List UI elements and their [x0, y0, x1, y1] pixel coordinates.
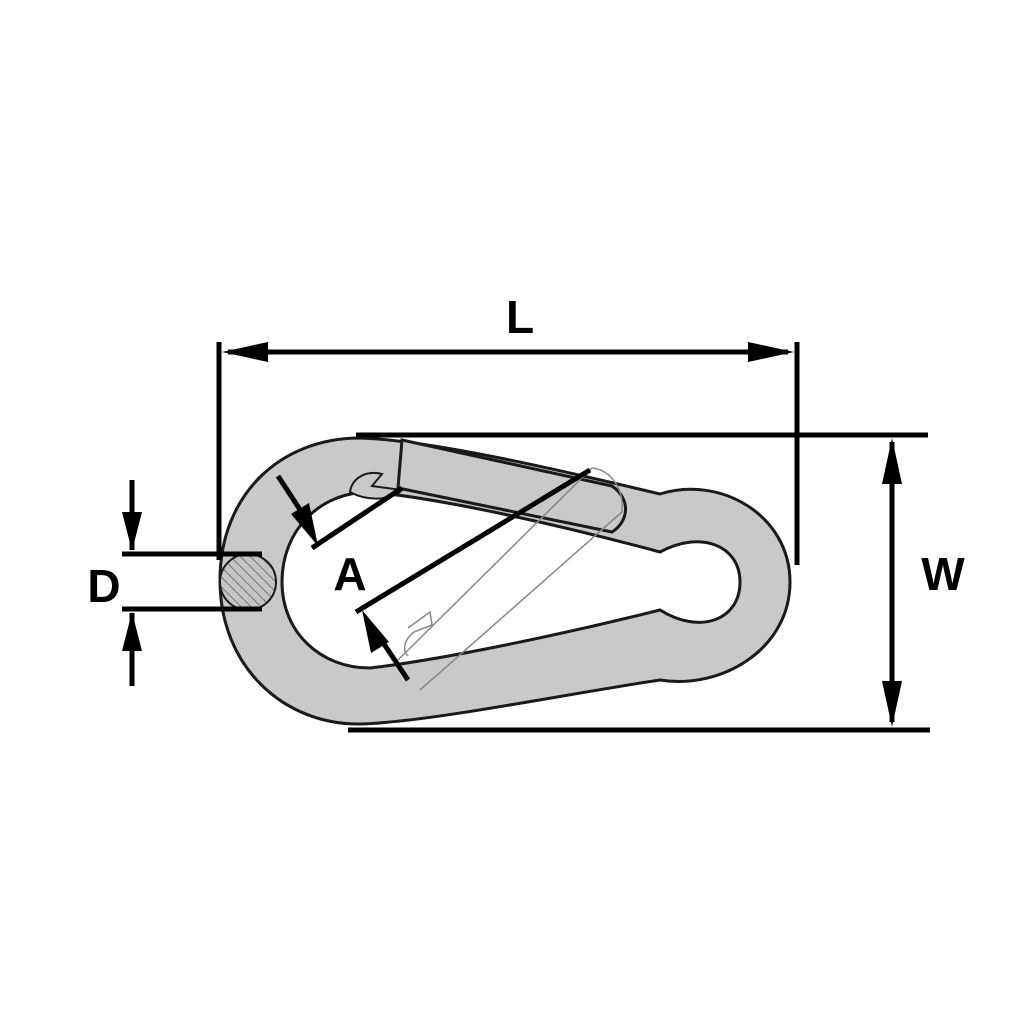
- length-arrow-left-icon: [222, 342, 268, 362]
- diameter-dimension: [122, 480, 262, 686]
- diameter-arrow-top-icon: [122, 512, 142, 551]
- width-arrow-bottom-icon: [882, 681, 902, 727]
- width-label: W: [921, 548, 965, 600]
- diameter-label: D: [87, 560, 120, 612]
- width-arrow-top-icon: [882, 438, 902, 484]
- snap-hook-gate: [396, 438, 627, 534]
- opening-extension-upper: [310, 485, 404, 551]
- opening-label: A: [333, 548, 366, 600]
- opening-extension-lower: [354, 467, 592, 615]
- snap-hook-body: [218, 436, 792, 726]
- wire-cross-section: [219, 553, 277, 611]
- width-dimension: [348, 432, 930, 733]
- length-arrow-right-icon: [748, 342, 794, 362]
- diameter-arrow-bottom-icon: [122, 612, 142, 651]
- gate-latch: [348, 472, 405, 500]
- length-dimension: [216, 342, 800, 565]
- gate-open-ghost: [397, 467, 623, 691]
- length-label: L: [506, 291, 534, 343]
- opening-arrow-upper-icon: [291, 503, 318, 546]
- opening-dimension: [275, 467, 592, 682]
- opening-arrow-lower-icon: [362, 610, 389, 653]
